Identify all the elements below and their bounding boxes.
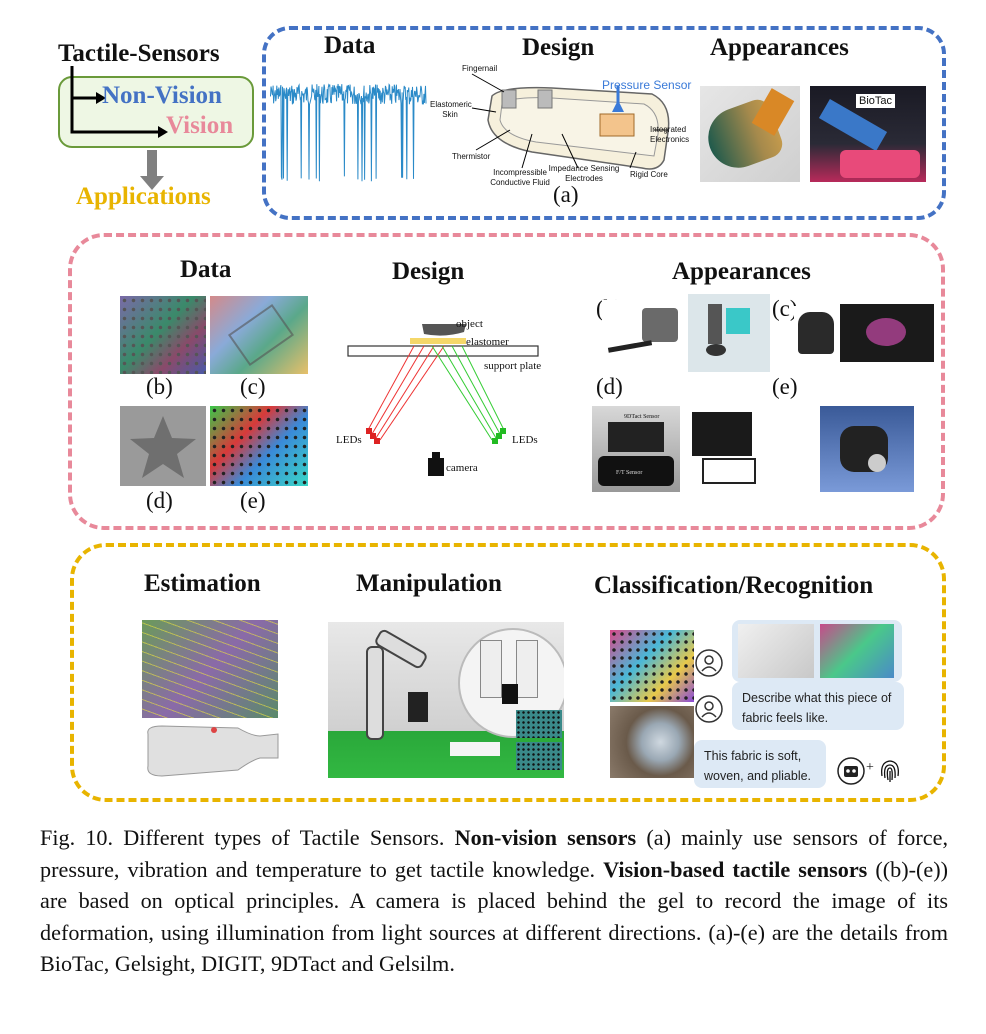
nonvision-design-title: Design: [522, 34, 595, 61]
estimation-title: Estimation: [144, 570, 261, 597]
design-label-leds-right: LEDs: [512, 434, 538, 446]
figure-caption: Fig. 10. Different types of Tactile Sens…: [40, 822, 948, 980]
chat-images-bubble: [732, 620, 902, 682]
design-label-camera: camera: [446, 462, 478, 474]
vision-data-title: Data: [180, 256, 232, 283]
caption-text-1: Different types of Tactile Sensors.: [113, 825, 455, 850]
user-avatar-icon-1: [695, 649, 723, 677]
design-label-leds-left: LEDs: [336, 434, 362, 446]
9dtact-photo-1: [592, 406, 680, 492]
appearance-label-c: (c): [772, 296, 798, 321]
plus-sign: +: [866, 760, 874, 775]
classification-object-image: [610, 706, 694, 778]
label-conductive-fluid: Incompressible Conductive Fluid: [490, 168, 550, 187]
nonvision-box: [262, 26, 946, 220]
ft-sensor-text: F/T Sensor: [616, 470, 643, 476]
vision-data-image-d: [120, 406, 206, 486]
nonvision-appearances-title: Appearances: [710, 34, 849, 61]
fabric-photo: [738, 624, 814, 678]
caption-bold-nonvision: Non-vision sensors: [454, 825, 637, 850]
robot-icon: [837, 757, 865, 785]
label-impedance-electrodes: Impedance Sensing Electrodes: [548, 164, 620, 183]
design-label-object: object: [456, 318, 483, 330]
appearance-label-e: (e): [772, 374, 798, 399]
vision-design-title: Design: [392, 258, 465, 285]
gelsight-photo-1: [602, 300, 684, 370]
9dtact-sensor-text: 9DTact Sensor: [624, 414, 660, 420]
chat-answer-bubble: This fabric is soft, woven, and pliable.: [694, 740, 826, 788]
nonvision-signal-plot: [270, 83, 427, 182]
vision-box: [68, 233, 945, 530]
classification-tactile-image: [610, 630, 694, 702]
label-elastomeric-skin: Elastomeric Skin: [430, 100, 472, 119]
vision-design-schematic: [347, 324, 539, 476]
flow-vision: Vision: [166, 112, 234, 139]
gelsilm-photo: [820, 406, 914, 492]
vision-data-label-b: (b): [146, 374, 173, 399]
signal-trace: [270, 83, 427, 182]
caption-text-2: (a) mainly use sensors of force, pressur…: [40, 825, 948, 882]
chat-question-bubble: Describe what this piece of fabric feels…: [732, 682, 904, 730]
estimation-flow-image: [142, 620, 278, 718]
estimation-bottle-image: [142, 720, 282, 782]
user-avatar-icon-2: [695, 695, 723, 723]
biotac-photo-1: [700, 86, 800, 182]
label-fingernail: Fingernail: [462, 64, 498, 73]
flow-title: Tactile-Sensors: [58, 40, 220, 67]
design-label-support-plate: support plate: [484, 360, 542, 372]
9dtact-photo-2: [682, 406, 768, 492]
manipulation-title: Manipulation: [356, 570, 502, 597]
vision-data-label-d: (d): [146, 488, 173, 513]
flow-non-vision: Non-Vision: [102, 82, 222, 109]
biotac-design-schematic: [471, 73, 670, 170]
vision-appearances-title: Appearances: [672, 258, 811, 285]
flow-green-box: [58, 76, 254, 148]
vision-data-image-c: [210, 296, 308, 374]
manipulation-robot-image: [328, 622, 564, 778]
flow-applications: Applications: [76, 183, 211, 210]
label-rigid-core: Rigid Core: [630, 170, 668, 179]
flow-diagram: Tactile-Sensors Non-Vision Vision Applic…: [50, 40, 270, 220]
vision-data-image-b: [120, 296, 206, 374]
fingerprint-icon: [881, 760, 899, 782]
nonvision-data-title: Data: [324, 32, 376, 59]
label-thermistor: Thermistor: [452, 152, 491, 161]
caption-fig-number: Fig. 10.: [40, 825, 114, 850]
biotac-label: BioTac: [856, 94, 896, 108]
classification-title: Classification/Recognition: [594, 572, 874, 599]
panel-label-a: (a): [553, 182, 579, 207]
vision-data-label-e: (e): [240, 488, 266, 513]
gelsight-photo-2: [688, 294, 770, 372]
label-pressure-sensor: Pressure Sensor: [602, 78, 692, 92]
design-label-elastomer: elastomer: [466, 336, 509, 348]
vision-data-image-e: [210, 406, 308, 486]
caption-bold-vision: Vision-based tactile sensors: [603, 856, 868, 882]
caption-text-3: ((b)-(e)) are based on optical principle…: [40, 856, 949, 977]
vision-data-label-c: (c): [240, 374, 266, 399]
flow-arrows: [70, 66, 168, 190]
appearance-label-d: (d): [596, 374, 623, 399]
digit-photo-2: [840, 304, 934, 362]
fabric-tactile-image: [820, 624, 894, 678]
applications-box: [70, 543, 946, 802]
digit-photo-1: [794, 306, 840, 360]
label-integrated-electronics: Integrated Electronics: [650, 125, 690, 144]
